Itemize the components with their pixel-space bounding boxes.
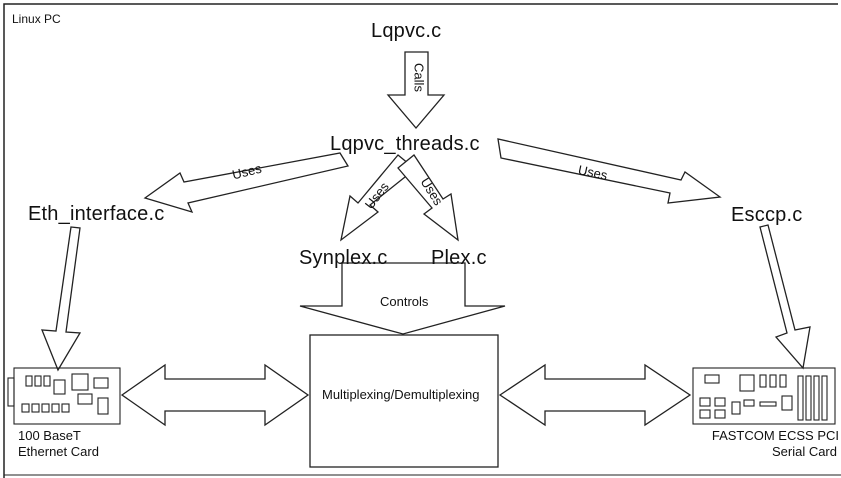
eth-mux-double-arrow <box>120 363 310 427</box>
lqpvc-module-label: Lqpvc.c <box>371 20 442 42</box>
ethernet-card-label-line2: Ethernet Card <box>18 444 99 459</box>
controls-label: Controls <box>380 294 429 309</box>
lqpvc-threads-module-label: Lqpvc_threads.c <box>330 133 480 155</box>
serial-card-icon <box>692 367 836 425</box>
mux-box <box>309 334 499 468</box>
calls-arrow <box>386 51 446 130</box>
uses-left-arrow <box>143 152 350 214</box>
uses-right-arrow <box>497 138 722 204</box>
eth-to-card-arrow <box>41 226 82 372</box>
plex-module-label: Plex.c <box>431 247 487 269</box>
calls-label: Calls <box>411 63 427 92</box>
linux-pc-frame <box>3 3 838 478</box>
eth-interface-module-label: Eth_interface.c <box>28 203 165 225</box>
synplex-module-label: Synplex.c <box>299 247 388 269</box>
serial-card-label-line1: FASTCOM ECSS PCI <box>711 428 839 443</box>
ethernet-card-label-line1: 100 BaseT <box>18 428 81 443</box>
controls-arrow <box>299 262 506 335</box>
esccp-module-label: Esccp.c <box>731 204 803 226</box>
linux-pc-label: Linux PC <box>12 12 61 26</box>
uses-plex-arrow <box>397 154 459 242</box>
ethernet-card-icon <box>7 367 121 425</box>
esccp-to-card-arrow <box>759 224 811 370</box>
mux-serial-double-arrow <box>498 363 692 427</box>
serial-card-label-line2: Serial Card <box>771 444 837 459</box>
mux-box-label: Multiplexing/Demultiplexing <box>322 387 480 402</box>
